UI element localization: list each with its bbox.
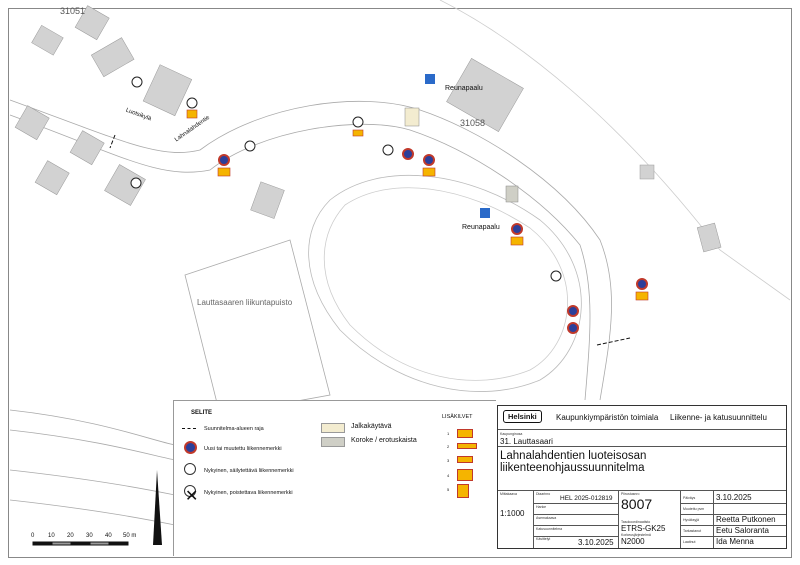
project-label: Hanke bbox=[536, 505, 547, 509]
drawn-by: Ida Menna bbox=[716, 537, 754, 546]
legend-area-label: Jalkakäytävä bbox=[351, 423, 392, 430]
north-arrow-icon bbox=[153, 470, 162, 545]
additional-signs-title: LISÄKILVET bbox=[442, 414, 473, 420]
department: Liikenne- ja katusuunnittelu bbox=[670, 413, 767, 422]
handler-date: 3.10.2025 bbox=[578, 538, 614, 547]
scale-tick: 20 bbox=[67, 533, 74, 539]
kept-sign-icon bbox=[184, 463, 196, 475]
approved-label: Hyväksyjä bbox=[683, 518, 699, 522]
drawing-number-label: Piirustusnro bbox=[621, 492, 640, 496]
helsinki-logo: Helsinki bbox=[503, 410, 542, 423]
district-label: Kaupunginosa bbox=[500, 432, 523, 436]
approved-by: Reetta Putkonen bbox=[716, 515, 776, 524]
island-swatch bbox=[321, 437, 345, 447]
boundary-line-icon bbox=[182, 428, 196, 429]
title-block: Helsinki Kaupunkiympäristön toimiala Lii… bbox=[497, 405, 787, 549]
existing-traffic-signs bbox=[130, 76, 562, 282]
legend: SELITE Suunnitelma-alueen raja Uusi tai … bbox=[173, 400, 496, 556]
drawn-label: Laatinut bbox=[683, 540, 696, 544]
legend-area-label: Koroke / erotuskaista bbox=[351, 437, 417, 444]
height-label: Korkeusjärjestelmä bbox=[621, 533, 651, 537]
additional-sign-number: 2 bbox=[447, 444, 450, 449]
legend-label: Nykyinen, poistettava liikennemerkki bbox=[204, 490, 293, 496]
block-label: 31058 bbox=[460, 118, 486, 128]
coord-label: Tasokoordinaatisto bbox=[621, 520, 651, 524]
diary-number: HEL 2025-012819 bbox=[560, 495, 613, 502]
scale-tick: 50 m bbox=[123, 533, 137, 539]
legend-label: Nykyinen, säilytettävä liikennemerkki bbox=[204, 468, 294, 474]
coord-system: ETRS-GK25 bbox=[621, 524, 666, 533]
date-label: Päiväys bbox=[683, 496, 696, 500]
checked-label: Tarkastanut bbox=[683, 529, 702, 533]
additional-sign-3 bbox=[457, 456, 473, 463]
track bbox=[308, 174, 582, 392]
handler-label: Käsittelyt bbox=[536, 537, 551, 541]
track bbox=[323, 187, 568, 381]
road-edge bbox=[9, 114, 591, 401]
drawing-frame bbox=[8, 8, 792, 558]
legend-title: SELITE bbox=[191, 410, 213, 416]
scale-tick: 30 bbox=[86, 533, 93, 539]
division: Kaupunkiympäristön toimiala bbox=[556, 413, 659, 422]
subject-label: Asemakaava bbox=[536, 516, 557, 520]
scale-tick: 40 bbox=[105, 533, 112, 539]
scale-tick: 0 bbox=[31, 533, 35, 539]
district: 31. Lauttasaari bbox=[500, 437, 553, 446]
park-label: Lauttasaaren liikuntapuisto bbox=[197, 298, 293, 307]
feature-label-reunapaalu: Reunapaalu bbox=[462, 224, 500, 231]
legend-label: Suunnitelma-alueen raja bbox=[204, 426, 264, 432]
road-edge bbox=[9, 99, 612, 401]
modified-label: Muutettu pvm bbox=[683, 507, 705, 511]
new-traffic-signs bbox=[218, 148, 648, 334]
additional-sign-2 bbox=[457, 443, 477, 449]
additional-sign-5 bbox=[457, 484, 469, 498]
additional-sign-4 bbox=[457, 469, 473, 481]
removed-sign-icon: ✕ bbox=[184, 485, 198, 505]
drawing-number: 8007 bbox=[621, 496, 653, 512]
checked-by: Eetu Saloranta bbox=[716, 526, 769, 535]
sidewalk-swatch bbox=[321, 423, 345, 433]
street-plan-label: Katusuunnitelma bbox=[536, 527, 563, 531]
diary-label: Diaarinro bbox=[536, 492, 551, 496]
scale-label: Mittakaava bbox=[500, 492, 517, 496]
legend-label: Uusi tai muutettu liikennemerkki bbox=[204, 446, 282, 452]
scale-bar bbox=[32, 541, 129, 546]
additional-sign-number: 4 bbox=[447, 473, 450, 478]
feature-label-reunapaalu: Reunapaalu bbox=[445, 85, 483, 92]
new-sign-icon bbox=[184, 441, 197, 454]
additional-sign-number: 5 bbox=[447, 487, 450, 492]
scale-tick: 10 bbox=[48, 533, 55, 539]
scale: 1:1000 bbox=[500, 509, 525, 518]
date: 3.10.2025 bbox=[716, 493, 752, 502]
park-outline bbox=[184, 239, 331, 416]
block-label: 31051 bbox=[60, 6, 86, 16]
plan-title: Lahnalahdentien luoteisosan liikenteenoh… bbox=[500, 450, 647, 474]
height-system: N2000 bbox=[621, 537, 645, 546]
additional-sign-1 bbox=[457, 429, 473, 438]
additional-sign-number: 1 bbox=[447, 431, 450, 436]
additional-sign-number: 3 bbox=[447, 458, 450, 463]
